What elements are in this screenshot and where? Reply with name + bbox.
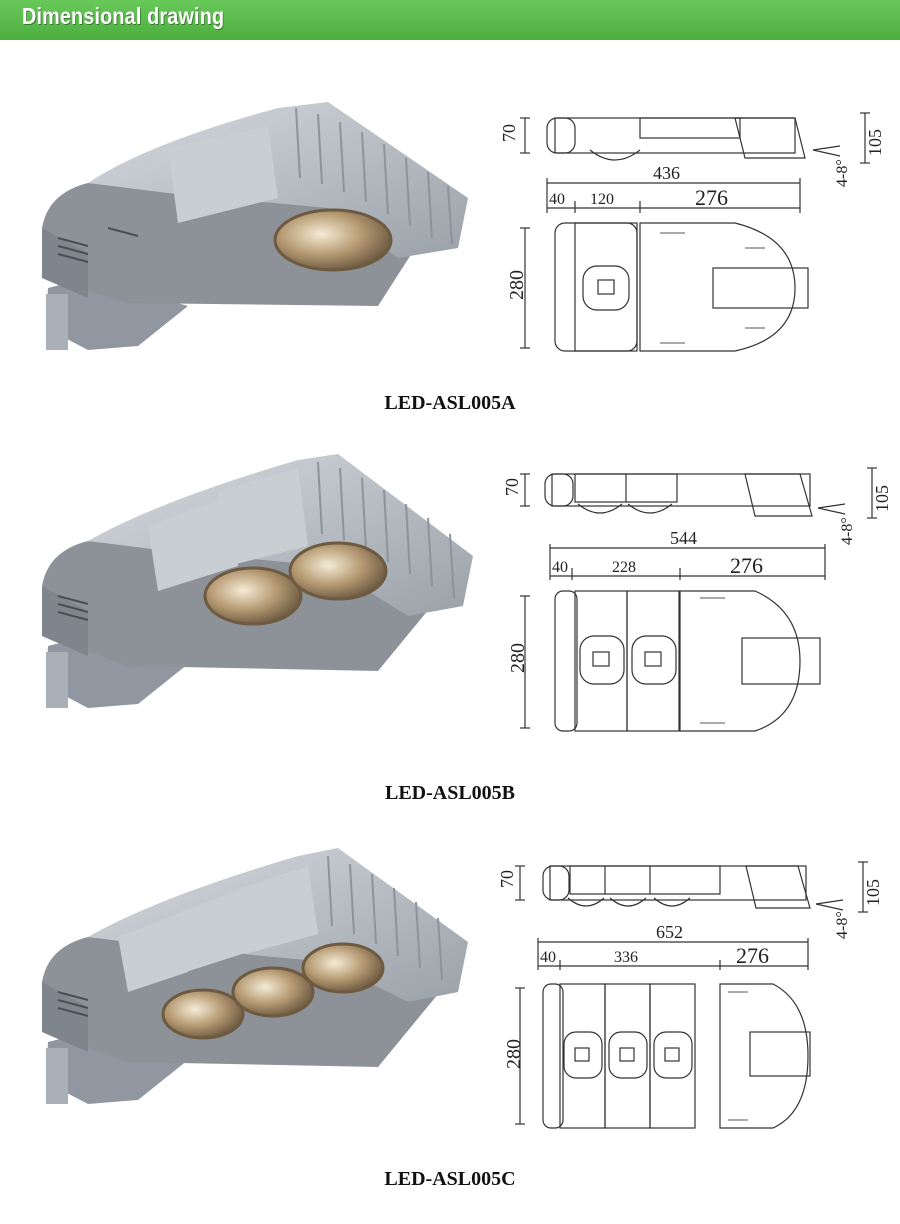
length-label-c: 652: [656, 922, 683, 942]
length-label-a: 436: [653, 163, 680, 183]
dimension-drawing-b: 70 105 4-8° 544 40 228 276 280: [502, 467, 890, 732]
height-label-a: 70: [499, 124, 519, 142]
model-caption-a: LED-ASL005A: [384, 392, 516, 414]
module-span-label-a: 120: [590, 191, 614, 208]
product-section-c: 70 105 4-8° 652 40 336 276 280 LED-ASL00…: [0, 842, 900, 1202]
driver-label-a: 276: [695, 185, 728, 210]
product-photo-c: [42, 848, 468, 1104]
length-label-b: 544: [670, 528, 697, 548]
edge-label-a: 40: [549, 191, 565, 208]
module-span-label-b: 228: [612, 559, 636, 576]
side-height-label-a: 105: [865, 129, 885, 156]
dimension-drawing-a: 70 105 4-8° 436 40 120 276 280: [499, 112, 885, 352]
tilt-label-c: 4-8°: [834, 911, 851, 939]
product-section-b: 70 105 4-8° 544 40 228 276 280 LED-ASL00…: [0, 446, 900, 816]
tilt-label-a: 4-8°: [834, 159, 851, 187]
driver-label-c: 276: [736, 943, 769, 968]
page-title: Dimensional drawing: [22, 3, 225, 29]
height-label-c: 70: [498, 870, 517, 888]
driver-label-b: 276: [730, 553, 763, 578]
product-photo-a: [42, 102, 468, 350]
dimension-drawing-c: 70 105 4-8° 652 40 336 276 280: [498, 861, 883, 1129]
width-label-b: 280: [507, 643, 529, 673]
product-section-a: 70 105 4-8° 436 40 120 276 280 LED-ASL00…: [0, 88, 900, 428]
height-label-b: 70: [502, 478, 522, 496]
header-bar: Dimensional drawing: [0, 0, 900, 40]
edge-label-b: 40: [552, 559, 568, 576]
side-height-label-c: 105: [863, 879, 883, 906]
side-height-label-b: 105: [872, 485, 890, 512]
width-label-c: 280: [503, 1039, 525, 1069]
edge-label-c: 40: [540, 949, 556, 966]
model-caption-c: LED-ASL005C: [384, 1168, 516, 1190]
model-caption-b: LED-ASL005B: [384, 782, 516, 804]
product-photo-b: [42, 454, 473, 708]
width-label-a: 280: [506, 270, 528, 300]
module-span-label-c: 336: [614, 949, 638, 966]
tilt-label-b: 4-8°: [839, 517, 856, 545]
